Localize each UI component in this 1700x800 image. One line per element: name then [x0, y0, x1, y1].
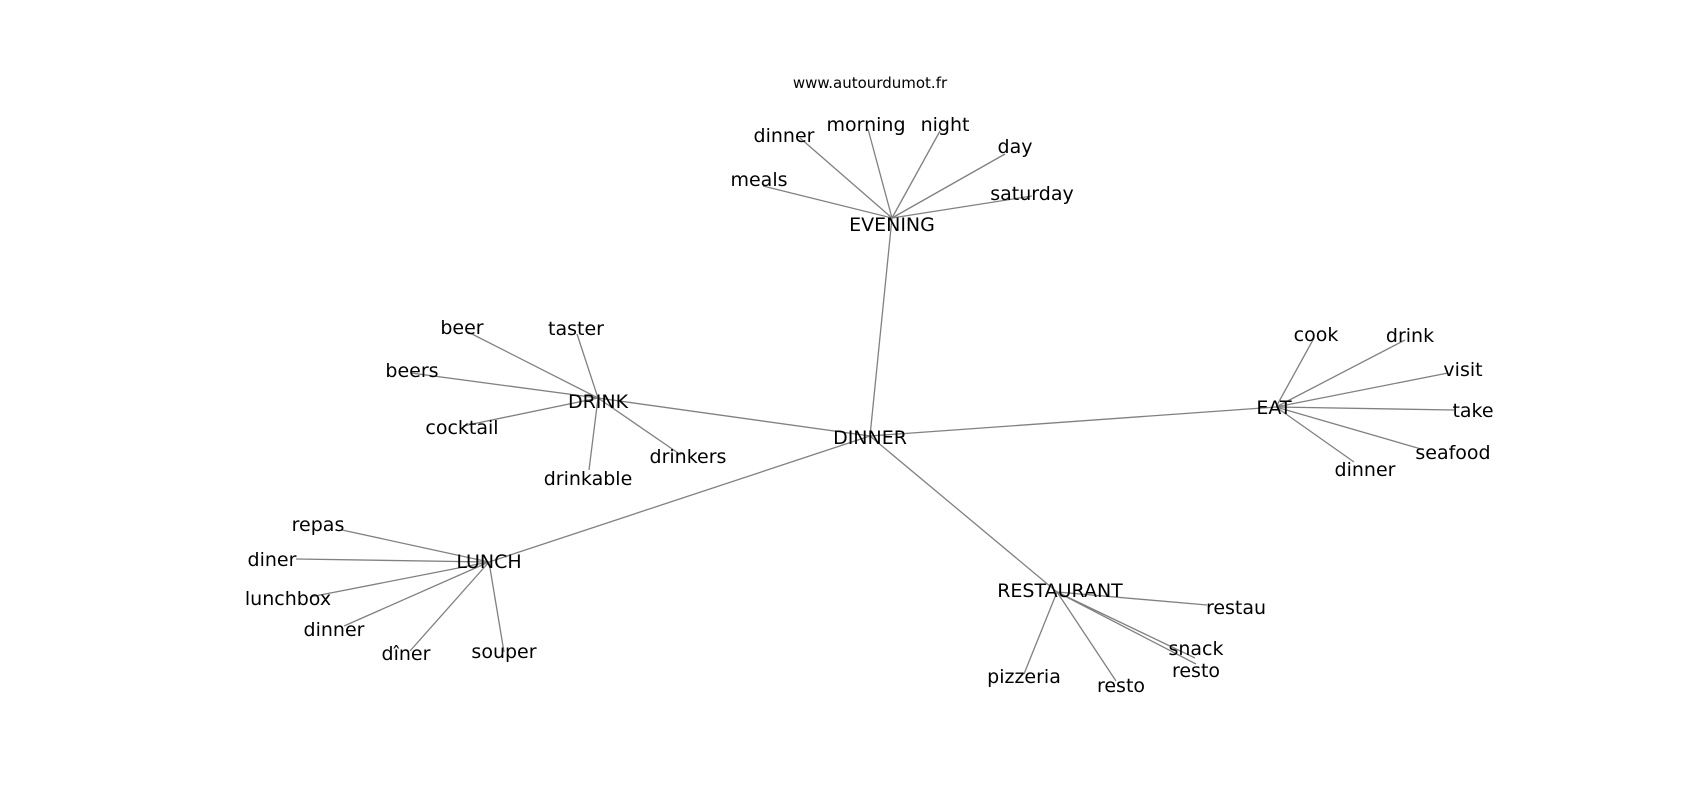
edge-hub-to-word: [597, 397, 682, 456]
edge-hub-to-word: [341, 529, 490, 563]
word-node-label: repas: [292, 514, 345, 536]
edge-hub-to-word: [576, 333, 599, 399]
hub-node-label: LUNCH: [456, 551, 521, 573]
word-node-label: snack: [1168, 638, 1223, 660]
word-node-label: beers: [385, 360, 438, 382]
edge-center-to-hub: [597, 397, 871, 437]
edge-hub-to-word: [1275, 339, 1406, 408]
edge-hub-to-word: [467, 331, 599, 399]
word-node-label: morning: [826, 114, 905, 136]
edge-hub-to-word: [891, 195, 1033, 219]
edge-hub-to-word: [1275, 406, 1422, 450]
word-node-label: cook: [1294, 324, 1339, 346]
edge-hub-to-word: [309, 561, 490, 598]
hub-node-label: EVENING: [849, 214, 935, 236]
hub-node-label: RESTAURANT: [997, 580, 1123, 602]
word-node-label: night: [921, 114, 970, 136]
edge-hub-to-word: [867, 128, 893, 219]
edge-hub-to-word: [1275, 406, 1355, 463]
edge-hub-to-word: [891, 153, 1006, 219]
word-node-label: meals: [730, 169, 787, 191]
graph-labels: www.autourdumot.fr DINNER EVENING dinner mo…: [245, 74, 1494, 697]
word-node-label: pizzeria: [987, 666, 1061, 688]
edge-hub-to-word: [295, 558, 490, 563]
edge-hub-to-word: [343, 561, 490, 627]
word-node-label: drinkable: [544, 468, 633, 490]
edge-hub-to-word: [1275, 406, 1455, 411]
edge-hub-to-word: [1056, 591, 1117, 682]
word-node-label: take: [1452, 400, 1493, 422]
edge-hub-to-word: [410, 372, 599, 399]
word-node-label: resto: [1172, 660, 1220, 682]
edge-hub-to-word: [1023, 591, 1058, 675]
edge-hub-to-word: [409, 561, 490, 652]
edge-hub-to-word: [1056, 591, 1196, 659]
word-node-label: lunchbox: [245, 588, 331, 610]
hub-node-label: EAT: [1256, 397, 1292, 419]
word-node-label: taster: [548, 318, 604, 340]
edge-center-to-hub: [869, 435, 1058, 593]
site-watermark: www.autourdumot.fr: [793, 74, 948, 92]
word-node-label: souper: [471, 641, 536, 663]
edge-hub-to-word: [1056, 591, 1197, 665]
graph-edges: [295, 128, 1455, 682]
edge-hub-to-word: [762, 185, 893, 219]
edge-center-to-hub: [869, 217, 893, 437]
edge-center-to-hub: [488, 435, 871, 563]
word-node-label: seafood: [1415, 442, 1490, 464]
word-node-label: dinner: [304, 619, 365, 641]
edge-hub-to-word: [891, 130, 941, 219]
word-node-label: saturday: [990, 183, 1073, 205]
word-node-label: resto: [1097, 675, 1145, 697]
word-node-label: diner: [248, 549, 297, 571]
word-node-label: restau: [1206, 597, 1266, 619]
center-node-label: DINNER: [833, 427, 907, 449]
edge-center-to-hub: [869, 406, 1277, 437]
word-node-label: visit: [1443, 359, 1482, 381]
word-node-label: dîner: [382, 643, 431, 665]
word-node-label: drink: [1386, 325, 1434, 347]
word-node-label: dinner: [754, 125, 815, 147]
edge-hub-to-word: [462, 397, 599, 427]
word-node-label: drinkers: [650, 446, 727, 468]
edge-hub-to-word: [799, 137, 893, 219]
word-node-label: beer: [440, 317, 483, 339]
edge-hub-to-word: [588, 397, 599, 471]
hub-node-label: DRINK: [568, 391, 629, 413]
edge-hub-to-word: [1275, 337, 1315, 408]
word-node-label: day: [998, 136, 1033, 158]
word-node-label: cocktail: [425, 417, 498, 439]
edge-hub-to-word: [1275, 372, 1449, 408]
word-node-label: dinner: [1335, 459, 1396, 481]
edge-hub-to-word: [1056, 591, 1208, 606]
edge-hub-to-word: [488, 561, 505, 653]
